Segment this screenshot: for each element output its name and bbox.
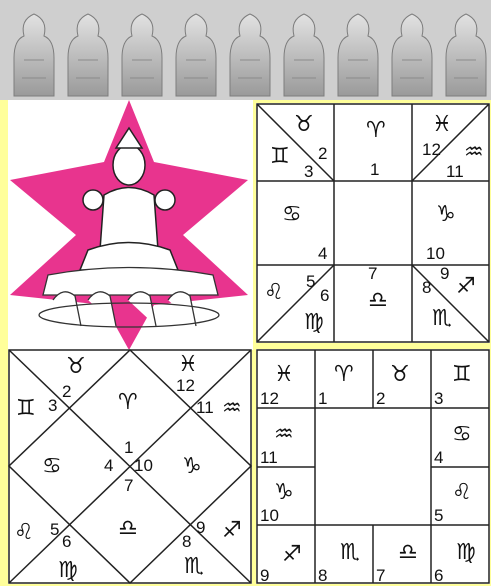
east-house-number: 8: [422, 278, 431, 297]
north-indian-chart: 2 3 12 11 1 4 10 7 5 6 8 9 ♉ ♊ ♓ ♒ ♈ ♋ ♑…: [8, 349, 252, 584]
east-house-number: 3: [304, 162, 313, 181]
deity-star-panel: [8, 100, 253, 350]
south-house-number: 6: [434, 566, 443, 584]
idol-frieze: [0, 0, 491, 100]
leo-icon: ♌: [14, 520, 34, 545]
libra-icon: ♎: [368, 288, 388, 313]
east-house-number: 10: [426, 244, 445, 263]
south-house-number: 7: [376, 566, 385, 584]
north-house-number: 9: [196, 518, 205, 537]
north-house-number: 5: [50, 520, 59, 539]
libra-icon: ♎: [118, 516, 138, 541]
capricorn-icon: ♑: [274, 480, 294, 505]
virgo-icon: ♍: [304, 310, 324, 335]
north-house-number: 4: [104, 456, 113, 475]
east-house-number: 2: [318, 144, 327, 163]
north-house-number: 10: [134, 456, 153, 475]
idol-frieze-art: [0, 0, 491, 100]
aries-icon: ♈: [118, 390, 138, 415]
aquarius-icon: ♒: [222, 396, 242, 421]
pisces-icon: ♓: [178, 352, 198, 377]
north-house-number: 8: [182, 532, 191, 551]
north-house-number: 1: [124, 438, 133, 457]
capricorn-icon: ♑: [182, 454, 202, 479]
east-indian-chart: 2 3 1 12 11 4 10 5 6 7 8 9 ♉ ♊ ♈ ♓ ♒ ♋ ♑…: [256, 103, 490, 343]
virgo-icon: ♍: [58, 558, 78, 583]
taurus-icon: ♉: [390, 362, 410, 387]
east-chart-grid: 2 3 1 12 11 4 10 5 6 7 8 9 ♉ ♊ ♈ ♓ ♒ ♋ ♑…: [256, 103, 490, 343]
south-house-number: 11: [260, 448, 278, 467]
taurus-icon: ♉: [294, 112, 314, 137]
south-house-number: 8: [318, 566, 327, 584]
gemini-icon: ♊: [270, 144, 290, 169]
virgo-icon: ♍: [456, 540, 476, 565]
aries-icon: ♈: [334, 362, 354, 387]
north-house-number: 2: [62, 382, 71, 401]
south-house-number: 12: [260, 389, 279, 408]
east-house-number: 5: [306, 272, 315, 291]
north-house-number: 12: [176, 376, 195, 395]
south-house-number: 5: [434, 506, 443, 525]
gemini-icon: ♊: [16, 396, 36, 421]
sagittarius-icon: ♐: [222, 518, 242, 543]
taurus-icon: ♉: [66, 354, 86, 379]
leo-icon: ♌: [452, 480, 472, 505]
east-house-number: 11: [446, 162, 464, 181]
north-house-number: 6: [62, 532, 71, 551]
sun-god-figure-icon: [80, 128, 178, 270]
east-house-number: 6: [320, 286, 329, 305]
deity-illustration: [8, 100, 253, 350]
north-chart-grid: 2 3 12 11 1 4 10 7 5 6 8 9 ♉ ♊ ♓ ♒ ♈ ♋ ♑…: [8, 349, 252, 584]
pisces-icon: ♓: [432, 112, 452, 137]
south-house-number: 10: [260, 506, 279, 525]
scorpio-icon: ♏: [432, 306, 452, 331]
east-house-number: 9: [440, 264, 449, 283]
gemini-icon: ♊: [452, 362, 472, 387]
east-house-number: 7: [368, 264, 377, 283]
scorpio-icon: ♏: [184, 554, 204, 579]
east-house-number: 12: [422, 140, 441, 159]
cancer-icon: ♋: [452, 422, 472, 447]
cancer-icon: ♋: [282, 202, 302, 227]
aries-icon: ♈: [366, 118, 386, 143]
sagittarius-icon: ♐: [456, 274, 476, 299]
libra-icon: ♎: [398, 540, 418, 565]
north-house-number: 3: [48, 396, 57, 415]
south-house-number: 1: [318, 389, 327, 408]
north-house-number: 11: [196, 398, 214, 417]
south-indian-chart: 12 1 2 3 11 4 10 5 9 8 7 6 ♓ ♈ ♉ ♊ ♒ ♋ ♑…: [256, 349, 490, 584]
aquarius-icon: ♒: [464, 140, 484, 165]
south-house-number: 4: [434, 448, 443, 467]
cancer-icon: ♋: [42, 454, 62, 479]
south-house-number: 3: [434, 389, 443, 408]
leo-icon: ♌: [264, 280, 284, 305]
east-house-number: 4: [318, 244, 327, 263]
east-house-number: 1: [370, 160, 379, 179]
sagittarius-icon: ♐: [282, 542, 302, 567]
south-house-number: 2: [376, 389, 385, 408]
south-house-number: 9: [260, 566, 269, 584]
capricorn-icon: ♑: [436, 202, 456, 227]
scorpio-icon: ♏: [340, 540, 360, 565]
pisces-icon: ♓: [274, 362, 294, 387]
north-house-number: 7: [124, 476, 133, 495]
aquarius-icon: ♒: [274, 422, 294, 447]
south-chart-grid: 12 1 2 3 11 4 10 5 9 8 7 6 ♓ ♈ ♉ ♊ ♒ ♋ ♑…: [256, 349, 490, 584]
